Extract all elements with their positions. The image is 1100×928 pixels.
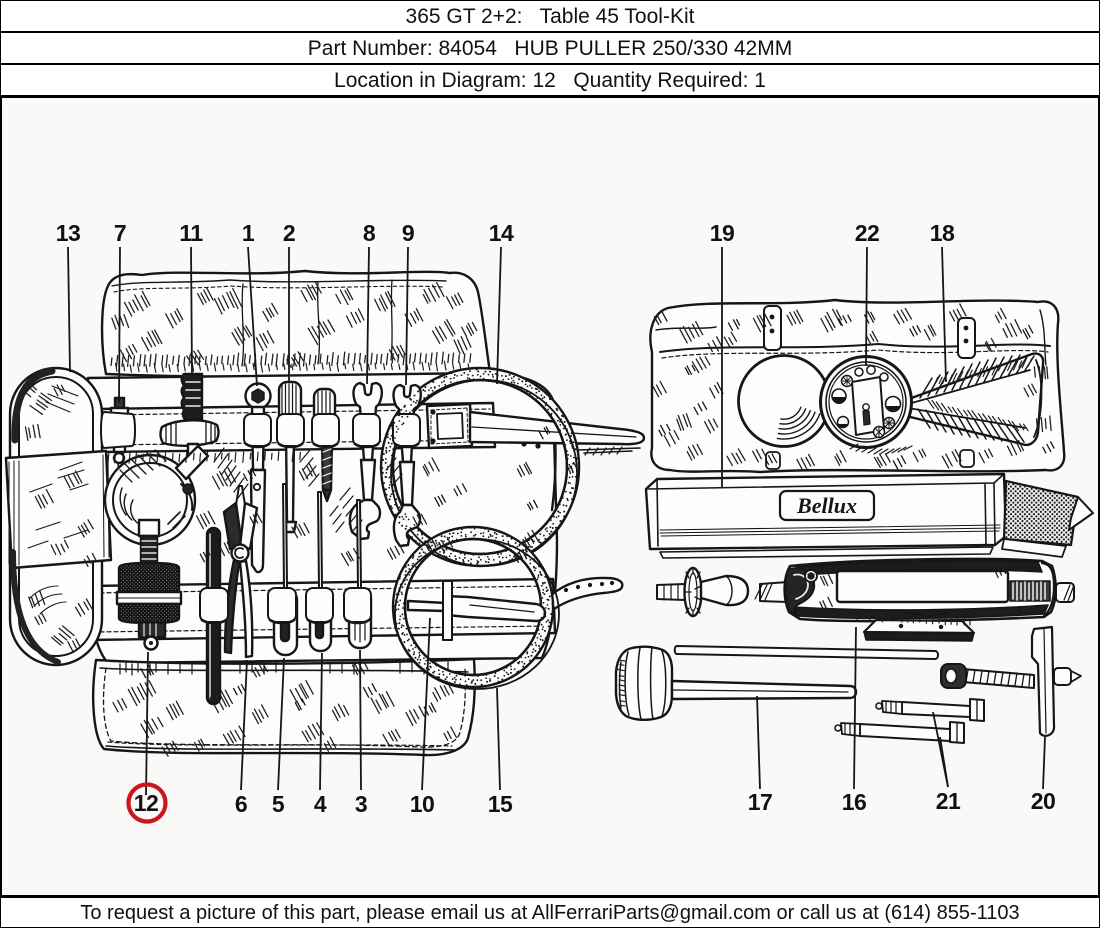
svg-text:17: 17 <box>748 789 773 815</box>
svg-text:1: 1 <box>242 220 255 246</box>
svg-text:16: 16 <box>842 789 867 815</box>
svg-text:7: 7 <box>114 220 126 246</box>
svg-text:15: 15 <box>488 791 513 817</box>
svg-text:12: 12 <box>134 790 159 816</box>
svg-text:5: 5 <box>272 791 285 817</box>
svg-text:2: 2 <box>283 220 295 246</box>
svg-text:Bellux: Bellux <box>796 493 857 518</box>
svg-text:13: 13 <box>56 220 81 246</box>
svg-text:18: 18 <box>930 220 955 246</box>
svg-text:3: 3 <box>355 791 367 817</box>
svg-text:19: 19 <box>710 220 735 246</box>
svg-text:6: 6 <box>235 791 247 817</box>
svg-text:11: 11 <box>179 220 203 246</box>
svg-text:20: 20 <box>1031 788 1056 814</box>
svg-text:21: 21 <box>936 788 961 814</box>
svg-text:10: 10 <box>410 791 435 817</box>
svg-text:4: 4 <box>314 791 327 817</box>
svg-text:22: 22 <box>855 220 880 246</box>
svg-text:9: 9 <box>402 220 414 246</box>
svg-text:8: 8 <box>363 220 376 246</box>
svg-text:14: 14 <box>489 220 514 246</box>
